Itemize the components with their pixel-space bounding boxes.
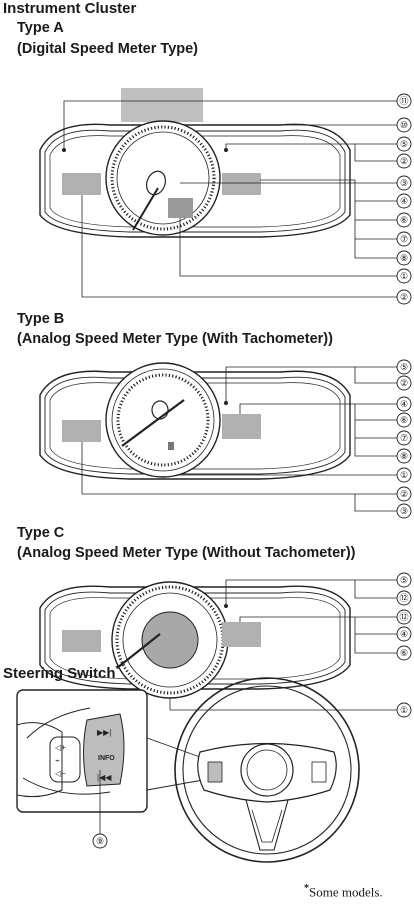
footnote: *Some models.: [304, 883, 383, 900]
steering-callout: ⑨: [92, 833, 108, 849]
type-a-callout: ⑦: [400, 234, 408, 244]
type-b-gauge: [105, 362, 221, 478]
type-b-leader-lines: [81, 366, 397, 512]
type-a-right-display: [222, 173, 261, 195]
volume-up-icon: ◁+: [55, 743, 66, 752]
type-c-callout: ⑤: [400, 575, 408, 585]
type-b-cluster: [39, 362, 351, 480]
type-c-cluster: [39, 581, 351, 699]
type-b-callout: ②: [400, 378, 408, 388]
type-c-callout: ①: [400, 705, 408, 715]
type-c-callout: ④: [400, 629, 408, 639]
type-b-right-display: [222, 414, 261, 439]
type-c-callout: ⑫: [399, 593, 408, 603]
type-b-subtitle: (Analog Speed Meter Type (With Tachomete…: [17, 331, 333, 347]
track-back-icon: |◀◀: [97, 773, 112, 782]
type-b-label: Type B: [17, 311, 65, 327]
type-b-callout: ⑤: [400, 362, 408, 372]
voice-icon: ⌁: [55, 756, 60, 765]
type-a-callout: ②: [400, 292, 408, 302]
type-a-cluster: [39, 88, 351, 238]
wheel-switch-highlight: [207, 761, 223, 783]
section-title: Instrument Cluster: [3, 0, 137, 17]
steering-detail-inset: ◁+ ⌁ ◁− ▶▶| INFO |◀◀: [16, 689, 148, 835]
type-c-callouts: ⑤ ⑫ ⑫ ④ ⑥ ①: [396, 572, 412, 718]
steering-callout-number: ⑨: [96, 836, 104, 846]
type-c-leader-lines: [169, 579, 397, 711]
type-a-callout: ④: [400, 196, 408, 206]
steering-switch-label: Steering Switch*: [3, 664, 119, 682]
type-a-housing: [39, 123, 351, 238]
type-b-housing: [39, 370, 351, 480]
steering-switch-text: Steering Switch: [3, 665, 116, 682]
type-c-left-display: [62, 630, 101, 652]
type-b-callout: ①: [400, 470, 408, 480]
type-a-callout: ①: [400, 271, 408, 281]
type-a-callout: ⑩: [400, 120, 408, 130]
type-a-callout: ③: [400, 178, 408, 188]
steering-asterisk: *: [115, 664, 120, 675]
type-b-callout: ⑧: [400, 451, 408, 461]
type-a-callout: ⑪: [399, 96, 408, 106]
type-a-callout: ②: [400, 156, 408, 166]
steering-wheel: [174, 677, 360, 863]
type-b-callout: ⑦: [400, 433, 408, 443]
type-b-callout: ⑥: [400, 415, 408, 425]
type-b-callout: ④: [400, 399, 408, 409]
info-button-label: INFO: [98, 755, 115, 762]
type-c-right-display: [222, 622, 261, 647]
type-c-callout: ⑫: [399, 612, 408, 622]
type-a-head-up-display: [121, 88, 203, 122]
type-a-callouts: ⑪ ⑩ ⑤ ② ③ ④ ⑥ ⑦ ⑧ ① ②: [396, 93, 412, 305]
type-a-gauge: [105, 120, 221, 236]
type-a-label: Type A: [17, 20, 64, 36]
volume-down-icon: ◁−: [55, 769, 66, 778]
type-a-leader-lines: [63, 100, 397, 298]
type-c-label: Type C: [17, 525, 65, 541]
type-c-center-display: [141, 611, 199, 669]
steering-switch-highlight: [83, 713, 125, 787]
footnote-asterisk: *: [304, 883, 309, 894]
type-b-callout: ②: [400, 489, 408, 499]
type-c-housing: [39, 585, 351, 690]
footnote-text: Some models.: [309, 884, 383, 900]
track-forward-icon: ▶▶|: [97, 728, 111, 737]
type-a-subtitle: (Digital Speed Meter Type): [17, 41, 199, 57]
type-b-callouts: ⑤ ② ④ ⑥ ⑦ ⑧ ① ② ③: [396, 359, 412, 519]
type-a-callout: ⑤: [400, 139, 408, 149]
type-a-callout: ⑥: [400, 215, 408, 225]
type-a-callout: ⑧: [400, 253, 408, 263]
type-b-callout: ③: [400, 506, 408, 516]
type-a-digital-speed-display: [168, 198, 193, 218]
type-a-left-display: [62, 173, 101, 195]
type-c-subtitle: (Analog Speed Meter Type (Without Tachom…: [17, 545, 356, 561]
type-c-callout: ⑥: [400, 648, 408, 658]
type-b-left-display: [62, 420, 101, 442]
